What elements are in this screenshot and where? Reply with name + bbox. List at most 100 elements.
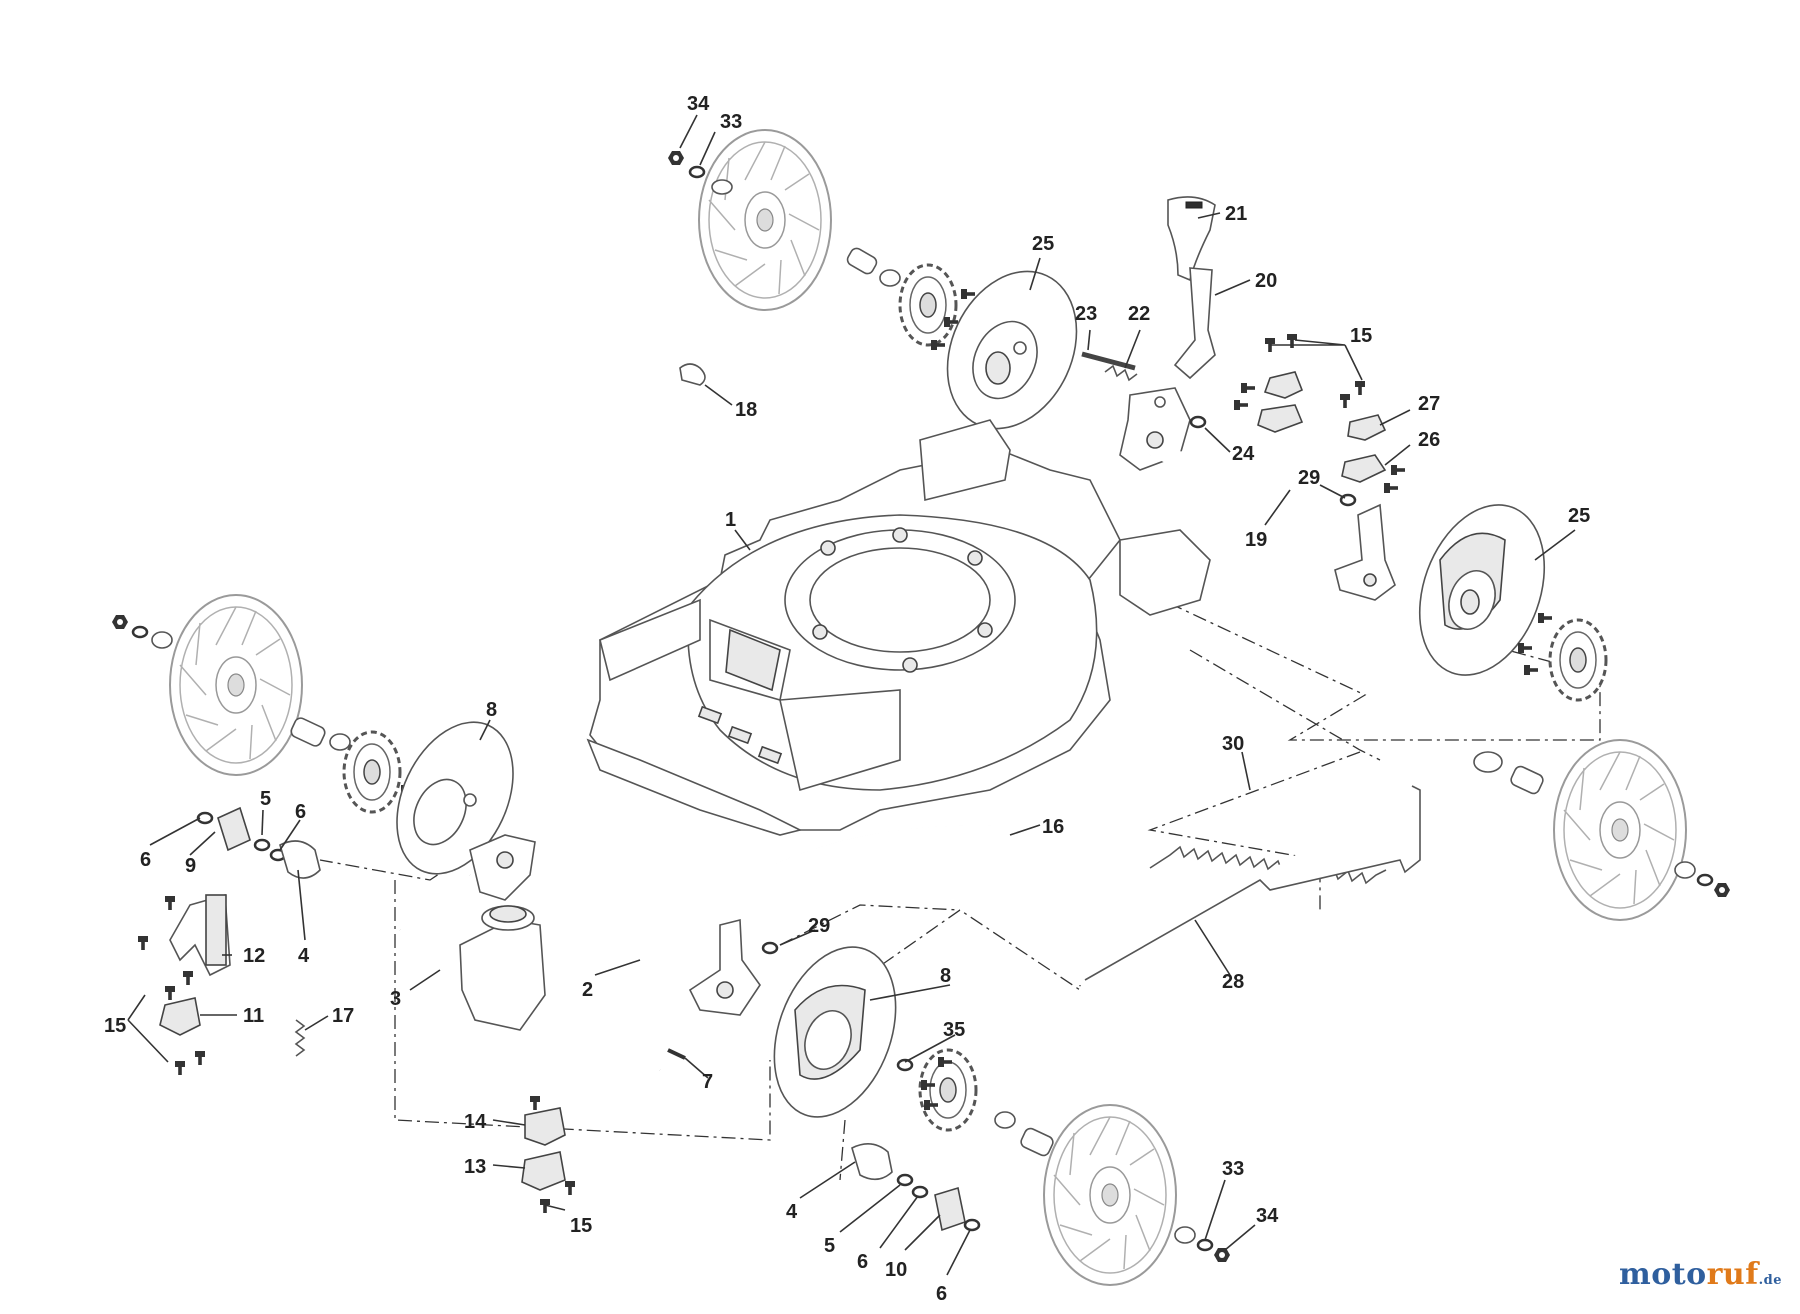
gearbox-3: [459, 919, 546, 1031]
wheel-cover-left-8: [396, 721, 514, 875]
wheel-cover-mid-8: [773, 946, 897, 1118]
label-29-mid: 29: [808, 915, 830, 937]
front-skirt: [586, 738, 803, 836]
assembly-line: [1119, 579, 1601, 741]
label-28: 28: [1222, 971, 1244, 993]
wheel-bottom-assembly: [994, 1104, 1230, 1286]
label-8-left: 8: [486, 699, 497, 721]
label-4-left: 4: [298, 945, 310, 967]
wheel-bottom: [1043, 1104, 1177, 1286]
spring-17: [294, 1019, 306, 1057]
screw: [961, 289, 975, 299]
assembly-line: [1189, 649, 1381, 761]
label-9: 9: [185, 855, 196, 877]
label-6-left-b: 6: [140, 849, 151, 871]
label-6-bottom-a: 6: [857, 1251, 868, 1273]
washer-29-mid: [761, 941, 779, 955]
clip: [1257, 404, 1304, 433]
label-6-left-a: 6: [295, 801, 306, 823]
label-15-top: 15: [1350, 325, 1372, 347]
label-1: 1: [725, 509, 736, 531]
right-clip-brackets: [1234, 334, 1405, 493]
bottom-hub-parts: [851, 1143, 981, 1232]
label-20: 20: [1255, 270, 1277, 292]
label-11: 11: [243, 1005, 264, 1027]
clip-27: [1347, 414, 1387, 441]
pinion-10: [934, 1186, 966, 1232]
label-17: 17: [332, 1005, 354, 1027]
bracket-13: [521, 1151, 566, 1191]
label-23: 23: [1075, 303, 1097, 325]
assembly-line: [839, 1119, 846, 1181]
hub-4-left: [279, 840, 321, 879]
height-adjust-lever-assembly: [1081, 196, 1216, 471]
label-3: 3: [390, 988, 401, 1010]
drive-gear-top: [898, 263, 958, 347]
label-19: 19: [1245, 529, 1267, 551]
label-12: 12: [243, 945, 265, 967]
rear-flap-mount: [919, 419, 1011, 502]
front-axle-assembly: [399, 834, 791, 1072]
clip-18: [679, 363, 706, 386]
assembly-lines: [319, 579, 1601, 1181]
deck-front-bracket: [779, 689, 901, 792]
label-8-mid: 8: [940, 965, 951, 987]
watermark-part2: ruf: [1706, 1257, 1759, 1292]
label-29-top: 29: [1298, 467, 1320, 489]
label-25-top: 25: [1032, 233, 1054, 255]
rear-nut-top: [668, 151, 684, 165]
label-27: 27: [1418, 393, 1440, 415]
bracket-14: [524, 1107, 566, 1146]
label-34-bottom: 34: [1256, 1205, 1279, 1227]
watermark-part1: moto: [1618, 1257, 1707, 1292]
spacer-sleeve: [846, 247, 878, 275]
watermark-logo: motoruf.de: [1619, 1257, 1782, 1292]
mower-deck-1: [586, 419, 1211, 836]
assembly-line: [394, 880, 771, 1141]
wheel-left-assembly: [112, 594, 430, 815]
lever-bracket: [1119, 387, 1191, 471]
lever-arm-20: [1173, 267, 1216, 380]
label-14: 14: [464, 1111, 487, 1133]
deck-side-left: [599, 598, 701, 682]
assembly-line: [779, 904, 961, 946]
label-30: 30: [1222, 733, 1244, 755]
label-2: 2: [582, 979, 593, 1001]
spring-22: [1104, 364, 1138, 382]
pinion-9: [217, 806, 251, 852]
clip-26: [1341, 454, 1387, 483]
hub-4-bottom: [851, 1143, 893, 1181]
label-21: 21: [1225, 203, 1247, 225]
label-34-top: 34: [687, 93, 710, 115]
spacer: [1510, 765, 1544, 795]
wheel-right-front-assembly: [1473, 739, 1730, 921]
label-5-bottom: 5: [824, 1235, 835, 1257]
clip: [1263, 371, 1304, 399]
label-15-left: 15: [104, 1015, 126, 1037]
label-6-bottom-b: 6: [936, 1283, 947, 1305]
label-25-right: 25: [1568, 505, 1590, 527]
assembly-line: [1147, 751, 1361, 910]
left-hub-parts: [196, 806, 321, 879]
bushing: [879, 269, 901, 287]
leader-lines: [127, 114, 1576, 1276]
label-33-bottom: 33: [1222, 1158, 1244, 1180]
label-26: 26: [1418, 429, 1440, 451]
label-4-bottom: 4: [786, 1201, 798, 1223]
wheel-right-front: [1553, 739, 1687, 921]
label-24: 24: [1232, 443, 1255, 465]
left-brackets: [138, 893, 231, 1075]
label-33-top: 33: [720, 111, 742, 133]
label-15-bottom: 15: [570, 1215, 592, 1237]
drive-gear-right: [1548, 618, 1608, 702]
label-22: 22: [1128, 303, 1150, 325]
rear-axle-19: [1149, 451, 1421, 601]
label-7: 7: [702, 1071, 713, 1093]
wheel-left: [169, 594, 303, 776]
assembly-line: [859, 909, 1081, 992]
deck-side-plate: [1119, 529, 1211, 616]
label-35: 35: [943, 1019, 965, 1041]
part-labels: 34 33 21 25 20 23 22 15 18 27 24 26 29 1…: [104, 93, 1590, 1305]
label-13: 13: [464, 1156, 486, 1178]
